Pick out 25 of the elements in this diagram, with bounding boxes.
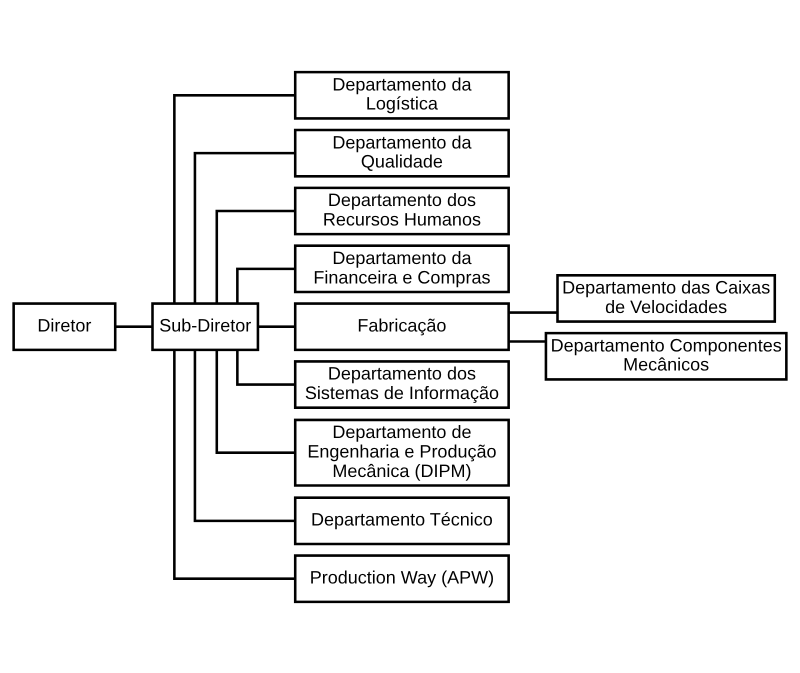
node-box: Sub-Diretor — [151, 302, 260, 351]
connector — [173, 94, 296, 303]
node-box: Production Way (APW) — [294, 554, 510, 603]
connector — [236, 349, 295, 386]
node-box: Diretor — [12, 302, 116, 351]
node-box: Departamento de Engenharia e Produção Mecânica (DIPM) — [294, 418, 510, 486]
connector — [173, 349, 296, 580]
connector — [115, 324, 152, 328]
connector — [216, 350, 295, 454]
node-box: Departamento da Logística — [294, 70, 510, 120]
connector — [194, 151, 295, 303]
node-box: Fabricação — [294, 302, 510, 351]
node-box: Departamento das Caixas de Velocidades — [556, 274, 776, 322]
connector — [216, 209, 295, 303]
node-box: Departamento da Qualidade — [294, 128, 510, 178]
connector — [509, 340, 546, 342]
node-box: Departamento da Financeira e Compras — [294, 244, 510, 293]
node-box: Departamento dos Recursos Humanos — [294, 186, 510, 235]
node-box: Departamento Componentes Mecânicos — [544, 331, 788, 380]
node-box: Departamento dos Sistemas de Informação — [294, 360, 510, 408]
connector — [258, 324, 296, 328]
node-box: Departamento Técnico — [294, 496, 510, 545]
connector — [509, 310, 558, 314]
connector — [236, 267, 295, 304]
connector — [194, 350, 295, 522]
